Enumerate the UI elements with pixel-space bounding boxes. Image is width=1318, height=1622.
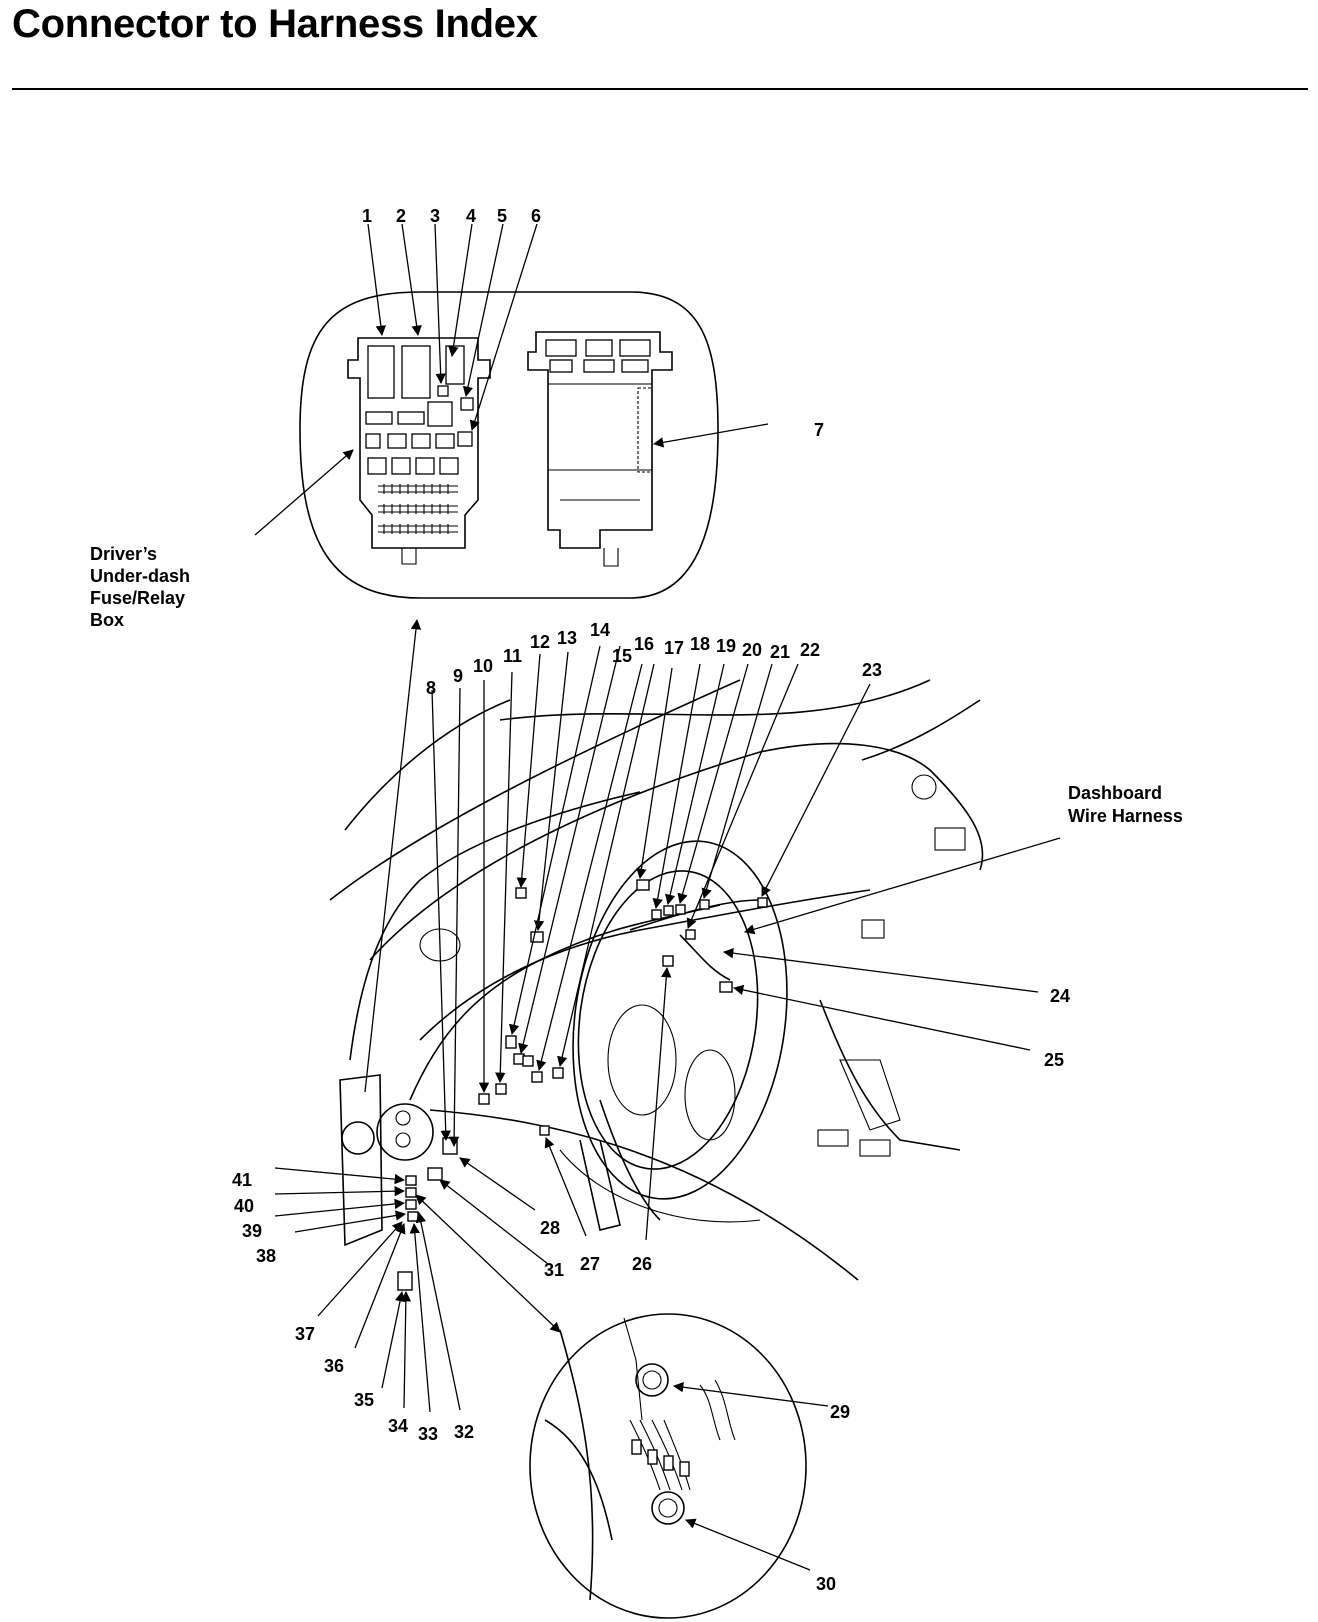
callout-33: 33	[418, 1424, 438, 1444]
callout-16: 16	[634, 634, 654, 654]
fuse-box-inset	[254, 223, 769, 1093]
callout-39: 39	[242, 1221, 262, 1241]
dashboard-harness-label: Dashboard Wire Harness	[1068, 783, 1183, 826]
callout-2: 2	[396, 206, 406, 226]
title-rule	[12, 88, 1308, 90]
callout-4: 4	[466, 206, 476, 226]
callout-35: 35	[354, 1390, 374, 1410]
callout-11: 11	[503, 646, 522, 666]
callout-3: 3	[430, 206, 440, 226]
callout-18: 18	[690, 634, 710, 654]
callout-13: 13	[557, 628, 577, 648]
callout-19: 19	[716, 636, 736, 656]
callout-31: 31	[544, 1260, 564, 1280]
callout-29: 29	[830, 1402, 850, 1422]
callout-34: 34	[388, 1416, 408, 1436]
callout-7: 7	[814, 420, 824, 440]
kick-panel-inset	[529, 1313, 829, 1619]
fuse-box-label-line-3: Fuse/Relay	[90, 588, 185, 608]
callout-32: 32	[454, 1422, 474, 1442]
callout-38: 38	[256, 1246, 276, 1266]
fuse-box-label-line-1: Driver’s	[90, 544, 157, 564]
callout-30: 30	[816, 1574, 836, 1594]
callout-27: 27	[580, 1254, 600, 1274]
callout-17: 17	[664, 638, 684, 658]
under-dash-fuse-relay-box	[347, 337, 491, 565]
callout-22: 22	[800, 640, 820, 660]
callout-28: 28	[540, 1218, 560, 1238]
fuse-box-label: Driver’s Under-dash Fuse/Relay Box	[90, 544, 190, 630]
fuse-box-label-line-4: Box	[90, 610, 124, 630]
callout-9: 9	[453, 666, 463, 686]
leaders-1-6	[254, 223, 769, 536]
callout-5: 5	[497, 206, 507, 226]
callout-numbers: 1 2 3 4 5 6 7 8 9 10 11 12 13 14 15 16 1…	[232, 206, 1070, 1594]
callout-10: 10	[473, 656, 493, 676]
callout-25: 25	[1044, 1050, 1064, 1070]
callout-23: 23	[862, 660, 882, 680]
callout-37: 37	[295, 1324, 315, 1344]
callout-24: 24	[1050, 986, 1070, 1006]
fuse-box-rear-view	[527, 331, 673, 567]
dashboard-drawing	[329, 679, 984, 1291]
callout-1: 1	[362, 206, 372, 226]
callout-12: 12	[530, 632, 550, 652]
callout-21: 21	[770, 642, 790, 662]
callout-26: 26	[632, 1254, 652, 1274]
dashboard-harness-label-line-1: Dashboard	[1068, 783, 1162, 803]
callout-14: 14	[590, 620, 610, 640]
callout-41: 41	[232, 1170, 252, 1190]
callout-40: 40	[234, 1196, 254, 1216]
dashboard-leaders	[274, 645, 1061, 1413]
callout-15: 15	[612, 646, 632, 666]
callout-36: 36	[324, 1356, 344, 1376]
dashboard-harness-label-line-2: Wire Harness	[1068, 806, 1183, 826]
callout-20: 20	[742, 640, 762, 660]
callout-6: 6	[531, 206, 541, 226]
page-title: Connector to Harness Index	[12, 2, 538, 46]
fuse-box-label-line-2: Under-dash	[90, 566, 190, 586]
callout-8: 8	[426, 678, 436, 698]
